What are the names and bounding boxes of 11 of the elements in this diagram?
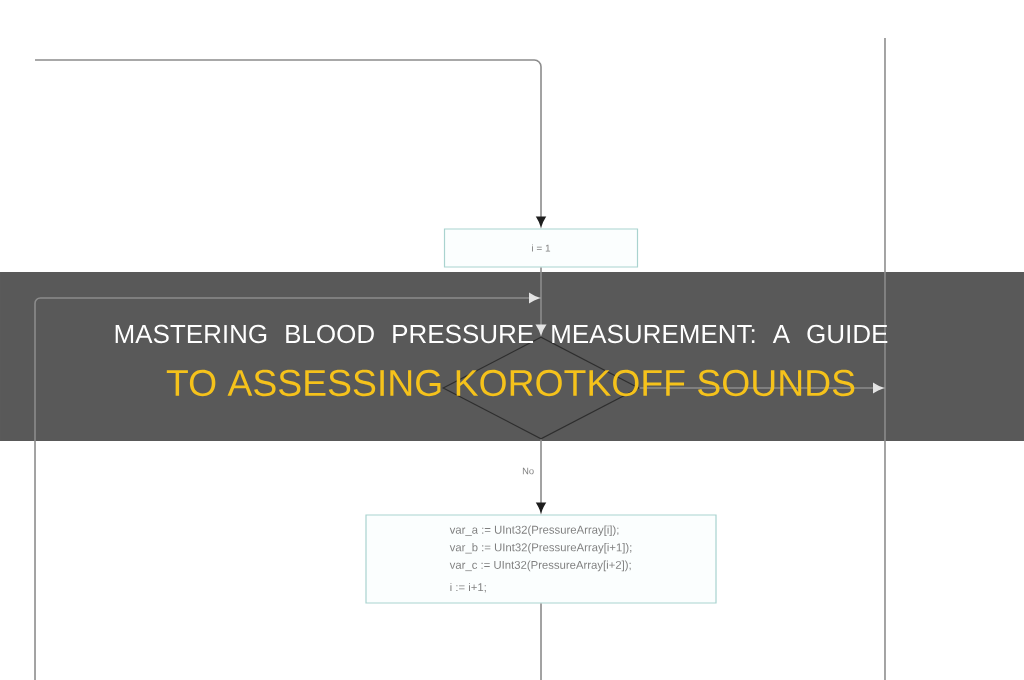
title-text: TO ASSESSING KOROTKOFF SOUNDS <box>166 369 855 397</box>
title-text: MASTERING BLOOD PRESSURE MEASUREMENT: A GUIDE <box>115 324 888 344</box>
arrow <box>536 438 546 513</box>
edge-label: No <box>520 466 536 476</box>
connector-line <box>540 602 542 680</box>
arrow <box>638 383 884 393</box>
arrow <box>34 59 546 227</box>
process-box: i = 1 <box>443 228 639 268</box>
process-box: var_a := UInt32(PressureArray[i]); var_b := UInt32(PressureArray[i+1]); var_c := UInt32(PressureArray[i+2]); i := i+1; <box>365 514 717 604</box>
arrow <box>536 266 546 335</box>
arrow <box>34 293 540 680</box>
